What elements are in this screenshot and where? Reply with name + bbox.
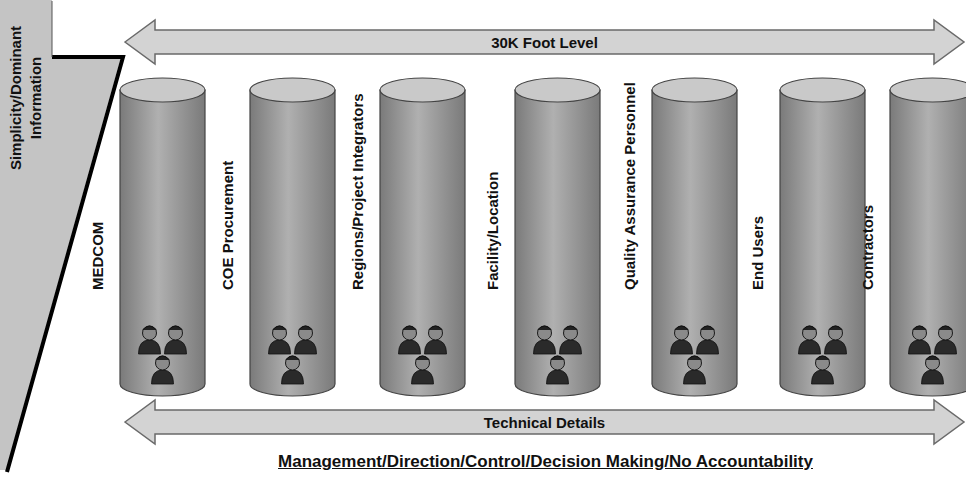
person-icon xyxy=(935,326,957,354)
person-icon xyxy=(269,326,291,354)
cylinder-top xyxy=(515,78,600,102)
person-icon xyxy=(909,326,931,354)
person-icon xyxy=(799,326,821,354)
triangle-fill xyxy=(0,0,121,470)
person-icon xyxy=(139,326,161,354)
person-icon xyxy=(671,326,693,354)
double-arrow-band: 30K Foot Level xyxy=(125,20,964,64)
cylinder-body xyxy=(515,90,600,396)
cylinder-top xyxy=(120,78,205,102)
triangle-border xyxy=(52,1,53,57)
person-icon xyxy=(547,356,569,384)
person-icon xyxy=(282,356,304,384)
cylinder-body xyxy=(890,90,966,396)
person-icon xyxy=(560,326,582,354)
cylinder-body xyxy=(120,90,205,396)
axis-label: Simplicity/Dominant Information xyxy=(6,3,50,193)
stakeholder-cylinder: Regions/Project Integrators xyxy=(342,76,465,398)
stakeholder-cylinder: End Users xyxy=(742,76,865,398)
stakeholder-cylinder: Facility/Location xyxy=(477,76,600,398)
person-icon xyxy=(825,326,847,354)
stakeholder-cylinder: Contractors xyxy=(852,76,966,398)
person-icon xyxy=(295,326,317,354)
stakeholder-cylinder: COE Procurement xyxy=(212,76,335,398)
group-label: Quality Assurance Personnel xyxy=(620,60,640,290)
group-label: Contractors xyxy=(858,60,878,290)
person-icon xyxy=(812,356,834,384)
person-icon xyxy=(425,326,447,354)
triangle-border xyxy=(7,57,123,472)
triangle-band: Simplicity/Dominant Information xyxy=(0,0,126,474)
person-icon xyxy=(534,326,556,354)
person-icon xyxy=(165,326,187,354)
group-label: COE Procurement xyxy=(218,60,238,290)
arrow-shape xyxy=(125,20,964,64)
cylinder-body xyxy=(652,90,737,396)
stakeholder-cylinder: Quality Assurance Personnel xyxy=(614,76,737,398)
group-label: MEDCOM xyxy=(88,60,108,290)
person-icon xyxy=(922,356,944,384)
cylinder-top xyxy=(890,78,966,102)
group-label: Facility/Location xyxy=(483,60,503,290)
cylinder-body xyxy=(780,90,865,396)
footer-note: Management/Direction/Control/Decision Ma… xyxy=(125,452,966,472)
cylinder-body xyxy=(380,90,465,396)
cylinder-top xyxy=(652,78,737,102)
band-label: 30K Foot Level xyxy=(125,20,964,64)
double-arrow-band: Technical Details xyxy=(125,400,964,444)
person-icon xyxy=(412,356,434,384)
person-icon xyxy=(399,326,421,354)
cylinder-top xyxy=(250,78,335,102)
band-label: Technical Details xyxy=(125,400,964,444)
person-icon xyxy=(697,326,719,354)
cylinder-top xyxy=(380,78,465,102)
arrow-shape xyxy=(125,400,964,444)
person-icon xyxy=(152,356,174,384)
cylinder-top xyxy=(780,78,865,102)
group-label: Regions/Project Integrators xyxy=(348,60,368,290)
stakeholder-cylinder: MEDCOM xyxy=(82,76,205,398)
person-icon xyxy=(684,356,706,384)
group-label: End Users xyxy=(748,60,768,290)
cylinder-body xyxy=(250,90,335,396)
